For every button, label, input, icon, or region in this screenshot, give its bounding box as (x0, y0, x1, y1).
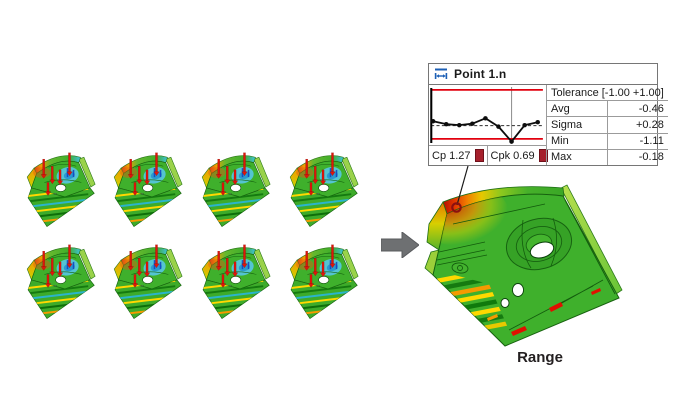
cp-status-indicator (474, 149, 484, 162)
part-scan-thumbnail (16, 142, 102, 232)
trend-chart (429, 85, 546, 145)
stat-row-sigma: Sigma +0.28 (547, 116, 668, 133)
cpk-cell: Cpk 0.69 (488, 146, 551, 165)
cp-cell: Cp 1.27 (429, 146, 488, 165)
part-scan-thumbnail (279, 234, 365, 324)
part-scan-thumbnail (103, 234, 189, 324)
cpk-status-indicator (538, 149, 548, 162)
statistics-table: Tolerance [-1.00 +1.00] Avg -0.46 Sigma … (546, 85, 668, 166)
callout-chart-cell: Cp 1.27 Cpk 0.69 (429, 85, 548, 165)
range-label: Range (517, 349, 563, 366)
stat-row-max: Max -0.18 (547, 148, 668, 166)
part-scan-thumbnail (16, 234, 102, 324)
callout-body: Cp 1.27 Cpk 0.69 Tolerance [-1.00 +1.00]… (429, 85, 668, 166)
cpk-value: Cpk 0.69 (490, 149, 535, 162)
stat-row-avg: Avg -0.46 (547, 100, 668, 117)
part-scan-thumbnail (103, 142, 189, 232)
callout-connector-line (451, 165, 469, 213)
tolerance-row: Tolerance [-1.00 +1.00] (551, 86, 664, 99)
cp-value: Cp 1.27 (432, 149, 471, 162)
part-scan-thumbnail (191, 142, 277, 232)
callout-title: Point 1.n (454, 67, 507, 81)
part-scan-thumbnail (191, 234, 277, 324)
point-callout-box: Point 1.n Cp 1.27 Cpk 0.69 Tolerance [-1 (428, 63, 668, 166)
process-capability-row: Cp 1.27 Cpk 0.69 (429, 145, 548, 165)
callout-header: Point 1.n (429, 64, 657, 85)
arrow-right-icon (381, 232, 419, 258)
result-part-model (424, 184, 623, 347)
stat-row-min: Min -1.11 (547, 132, 668, 149)
inspection-point-marker (451, 202, 462, 213)
part-scan-thumbnail (279, 142, 365, 232)
caliper-distance-icon (434, 68, 448, 79)
